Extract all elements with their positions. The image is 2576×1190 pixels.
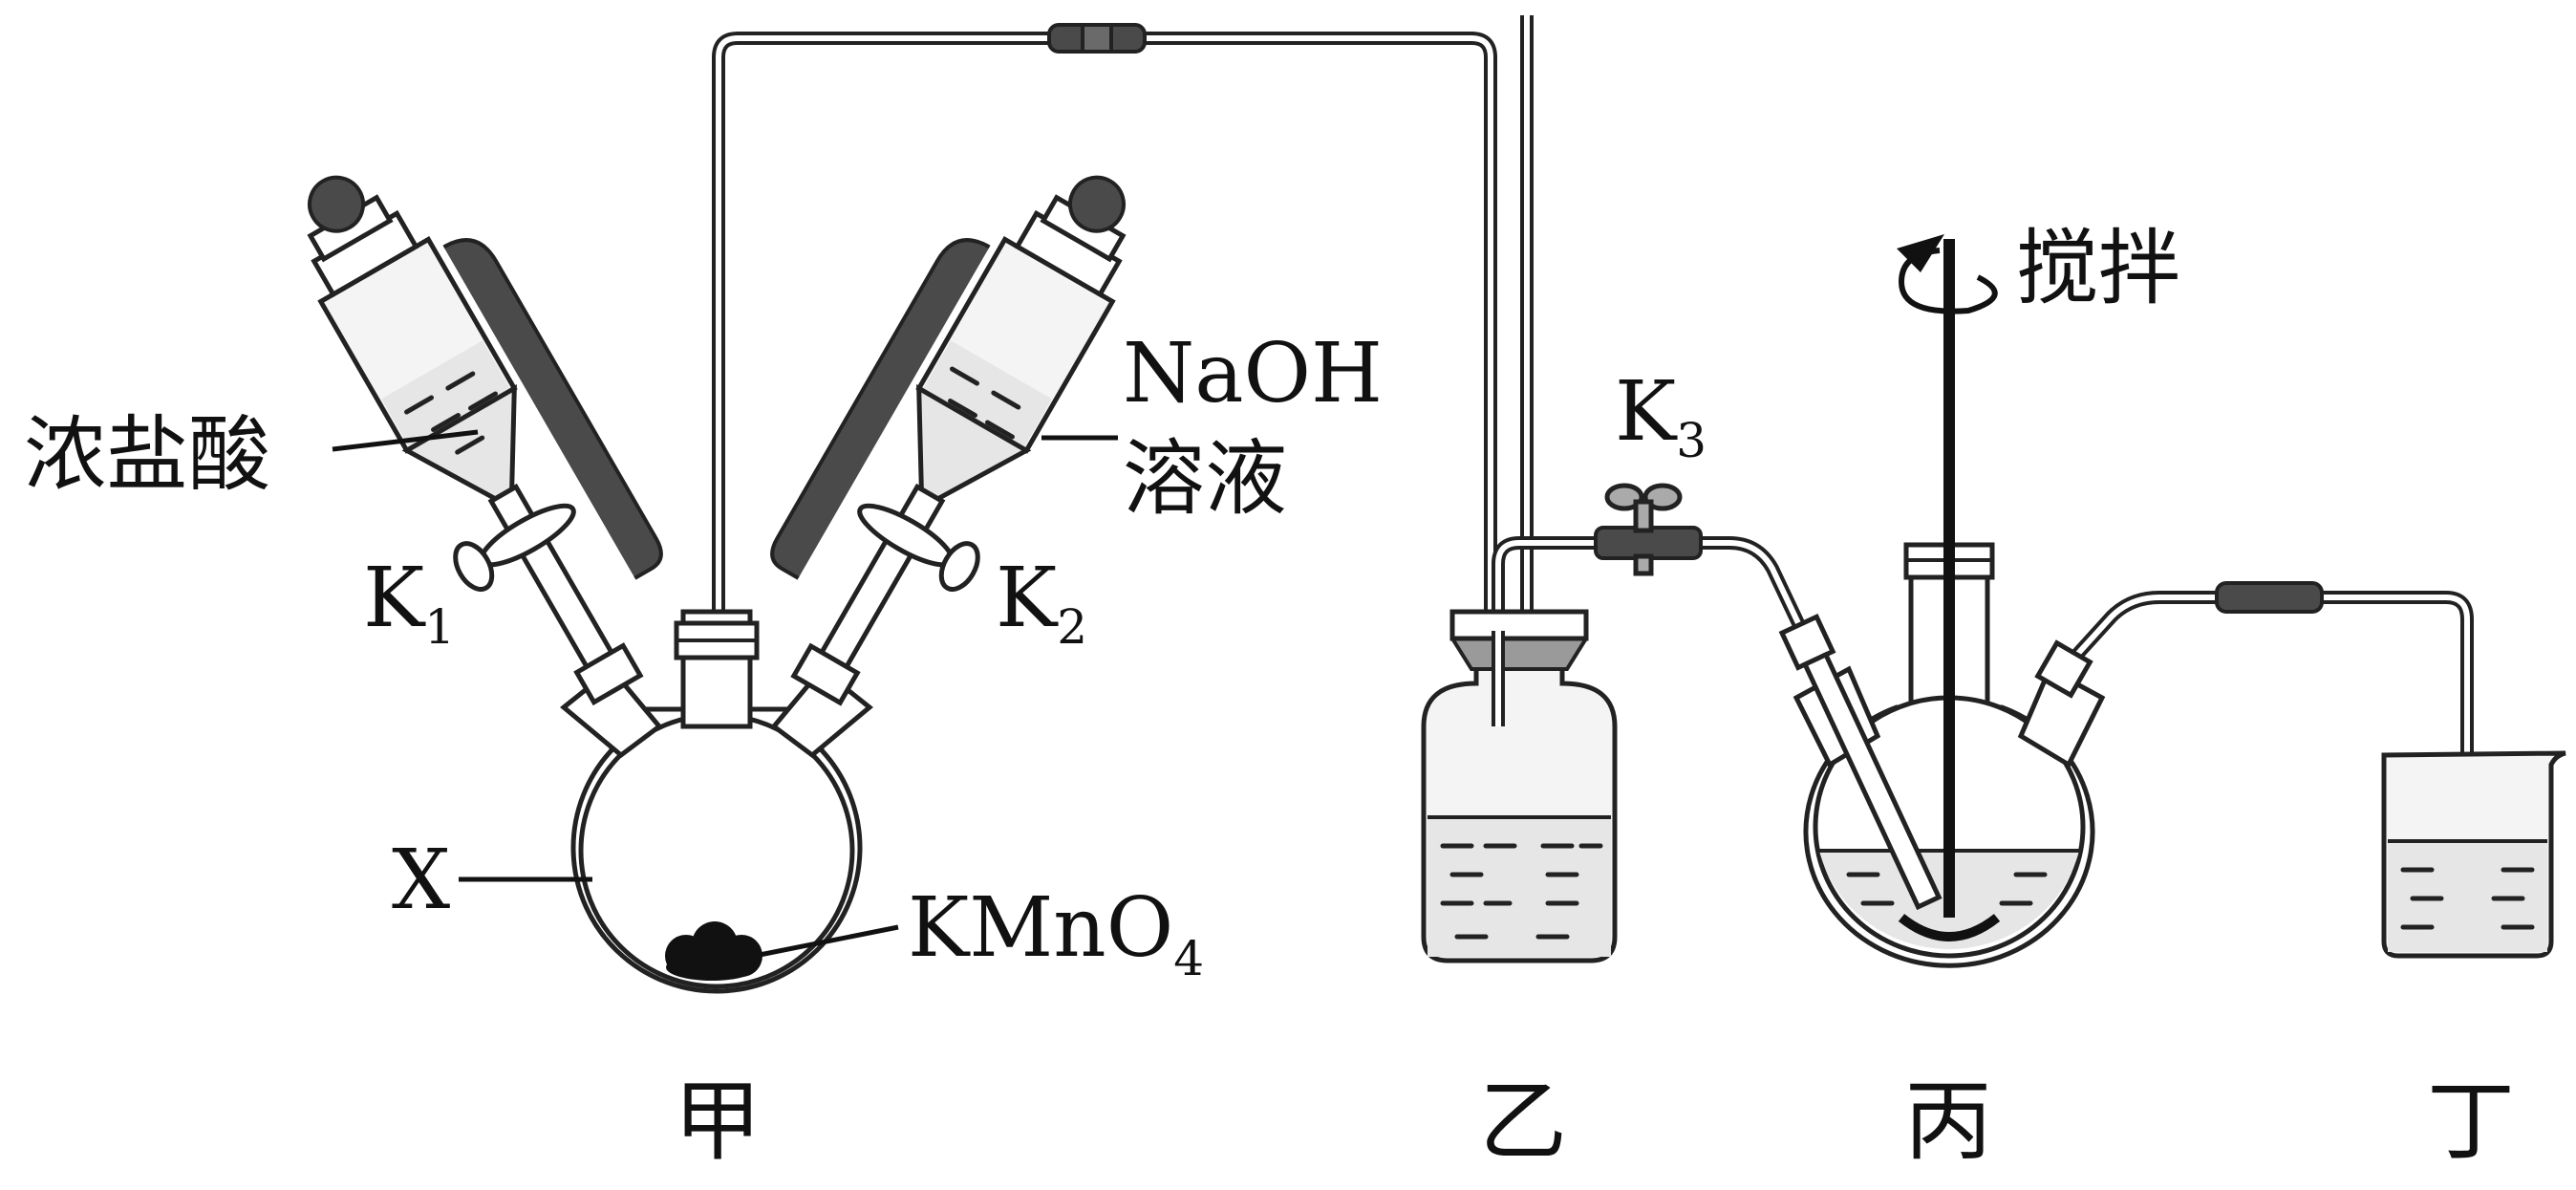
clamp-k3 (1594, 483, 1703, 576)
label-conc-hcl: 浓盐酸 (24, 407, 270, 503)
dropping-funnel-left (307, 175, 663, 706)
label-solution: 溶液 (1123, 431, 1287, 527)
label-k3: K3 (1615, 364, 1707, 468)
label-kmno4: KMnO4 (908, 880, 1204, 986)
kmno4-solid (665, 921, 762, 981)
apparatus-jia (307, 175, 1127, 994)
round-flask-x (570, 706, 863, 994)
label-naoh: NaOH (1123, 326, 1383, 422)
caption-bing: 丙 (1904, 1071, 1992, 1173)
label-k2: K2 (996, 551, 1087, 655)
apparatus-bing (1778, 234, 2106, 968)
dropping-funnel-right (770, 175, 1127, 706)
label-flask-x: X (392, 833, 450, 928)
apparatus-yi (1421, 609, 1618, 963)
stirrer-blade (1898, 914, 2001, 941)
caption-ding: 丁 (2427, 1071, 2515, 1173)
rubber-connector-right (2215, 581, 2324, 614)
apparatus-ding (2381, 750, 2566, 959)
caption-jia: 甲 (674, 1071, 762, 1173)
caption-yi: 乙 (1479, 1071, 1567, 1173)
label-k1: K1 (363, 551, 455, 655)
tube-bing-to-ding (2058, 581, 2474, 918)
label-stir: 搅拌 (2016, 221, 2180, 316)
